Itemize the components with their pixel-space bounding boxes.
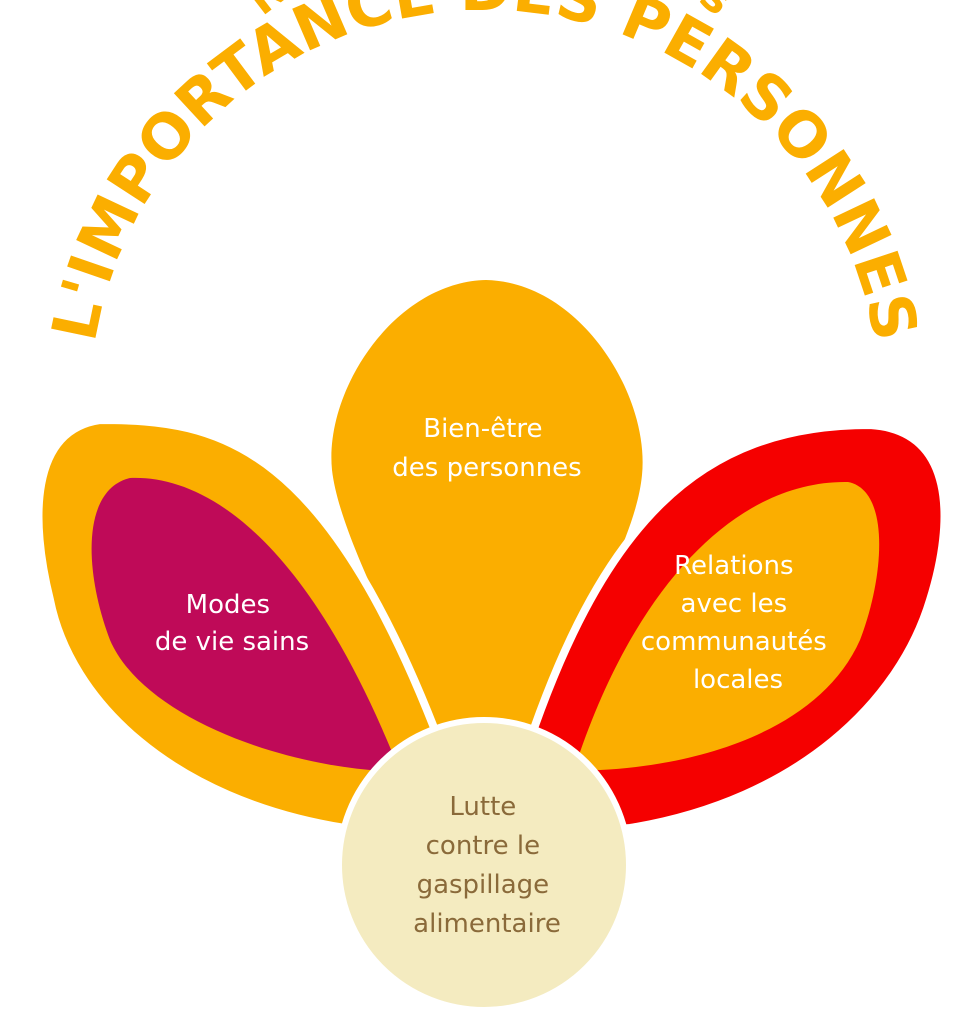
label-right-line-1: Relations [674,551,793,581]
label-right-line-3: communautés [641,627,827,657]
label-right: Relations avec les communautés locales [641,551,835,695]
label-right-line-2: avec les [681,589,788,619]
label-center: Bien-être des personnes [392,414,581,483]
petal-left-inner [91,477,392,770]
petal-right-inner [579,481,880,770]
petal-center [331,280,643,750]
label-left-line-1: Modes [186,590,270,620]
label-bottom-line-1: Lutte [449,792,516,822]
label-bottom-line-2: contre le [426,831,540,861]
label-left-line-2: de vie sains [155,627,309,657]
label-bottom: Lutte contre le gaspillage alimentaire [413,792,561,939]
center-circle [336,717,632,1013]
label-center-line-2: des personnes [392,453,581,483]
label-bottom-line-4: alimentaire [413,909,561,939]
label-bottom-line-3: gaspillage [417,870,550,900]
label-left: Modes de vie sains [155,590,309,657]
label-right-line-4: locales [693,665,783,695]
label-center-line-1: Bien-être [423,414,542,444]
